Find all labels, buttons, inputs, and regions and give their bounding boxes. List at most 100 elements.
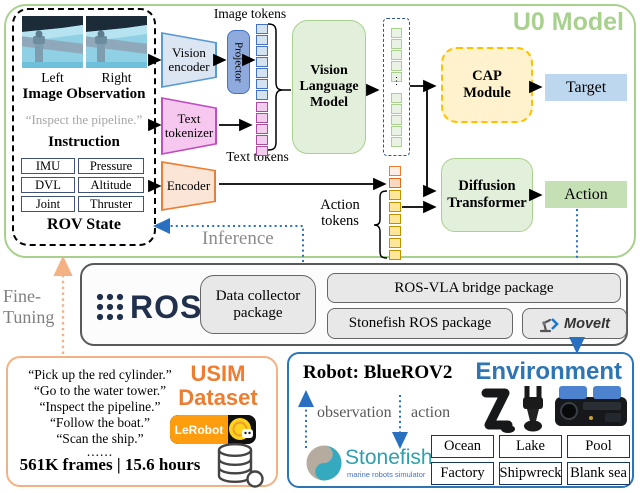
text-token <box>256 135 268 145</box>
action-token <box>389 250 401 260</box>
ros-logo: ROS <box>96 285 202 329</box>
stonefish-label: Stonefish <box>345 446 433 469</box>
text-token <box>256 113 268 123</box>
moveit-box: MoveIt <box>522 308 627 339</box>
vlm-token-buffer-box: ⋮ <box>383 18 410 156</box>
scene-cell: Blank sea <box>567 462 630 485</box>
underwater-image-left <box>22 16 83 68</box>
state-encoder-shape: Encoder <box>161 161 216 211</box>
ros-vla-bridge-package: ROS-VLA bridge package <box>327 273 621 303</box>
usim-more-dots: ...... <box>86 444 114 459</box>
bluerov2-image <box>555 386 627 426</box>
rov-state-label: ROV State <box>47 216 121 233</box>
target-box: Target <box>545 74 627 101</box>
image-token <box>256 46 268 56</box>
text-token <box>256 146 268 156</box>
state-cell: Pressure <box>78 158 144 174</box>
vlm-token <box>391 50 402 60</box>
text-token <box>256 124 268 134</box>
cap-module-box: CAP Module <box>441 47 533 123</box>
moveit-icon <box>539 317 559 332</box>
image-token <box>256 24 268 34</box>
usim-quote: “Follow the boat.” <box>49 415 151 430</box>
state-cell: Thruster <box>78 196 144 212</box>
image-token <box>256 57 268 67</box>
scene-cell: Lake <box>499 435 562 458</box>
vlm-token <box>391 137 402 147</box>
scene-cell: Shipwreck <box>499 462 562 485</box>
text-token <box>256 102 268 112</box>
environment-title: Environment <box>475 358 622 385</box>
scene-cell: Ocean <box>431 435 494 458</box>
stonefish-subtitle: marine robots simulator <box>347 470 426 479</box>
vlm-token <box>391 104 402 114</box>
action-token <box>389 226 401 236</box>
diffusion-transformer-box: Diffusion Transformer <box>441 158 533 232</box>
ros-box: ROS Data collector package ROS-VLA bridg… <box>80 263 628 346</box>
ros-dots-icon <box>96 293 124 321</box>
ros-logo-text: ROS <box>130 288 203 325</box>
action-token <box>389 238 401 248</box>
usim-quotes: “Pick up the red cylinder.” “Go to the w… <box>10 367 190 447</box>
instruction-quote: “Inspect the pipeline.” <box>25 112 143 127</box>
robot-arm-image <box>481 388 515 433</box>
scene-table: Ocean Lake Pool Factory Shipwreck Blank … <box>431 435 630 485</box>
observation-label: observation <box>317 404 392 421</box>
scene-cell: Pool <box>567 435 630 458</box>
right-image-label: Right <box>101 70 132 85</box>
lerobot-logo-icon <box>229 418 253 440</box>
database-icon <box>217 442 264 488</box>
text-tokenizer-shape: Text tokenizer <box>161 97 217 155</box>
image-observation-label: Image Observation <box>22 86 146 102</box>
robot-gripper-image <box>523 386 543 432</box>
image-token <box>256 79 268 89</box>
state-cell: Joint <box>21 196 75 212</box>
state-cell: IMU <box>21 158 75 174</box>
text-tokens-label: Text tokens <box>226 149 289 164</box>
vlm-token-ellipsis: ⋮ <box>391 76 402 87</box>
usim-quote: “Scan the ship.” <box>56 431 144 446</box>
vlm-token <box>391 61 402 71</box>
vlm-token <box>391 115 402 125</box>
action-box: Action <box>545 181 627 208</box>
state-cell: DVL <box>21 177 75 193</box>
image-token <box>256 90 268 100</box>
u0-model-title: U0 Model <box>512 8 624 36</box>
underwater-image-right <box>86 16 147 68</box>
text-tokenizer-label: Text tokenizer <box>163 99 215 153</box>
state-cell: Altitude <box>78 177 144 193</box>
vision-language-model-box: Vision Language Model <box>292 20 366 154</box>
lerobot-label: LeRobot <box>170 415 228 444</box>
rov-state-table: IMU Pressure DVL Altitude Joint Thruster <box>21 158 144 212</box>
instruction-label: Instruction <box>48 134 120 150</box>
vision-encoder-shape: Vision encoder <box>161 32 217 88</box>
projector-shape: Projector <box>227 30 250 94</box>
action-token <box>389 166 401 176</box>
usim-quote: “Inspect the pipeline.” <box>39 399 161 414</box>
action-label: action <box>411 404 451 421</box>
environment-box: Robot: BlueROV2 Environment observation … <box>287 352 634 488</box>
action-token <box>389 178 401 188</box>
vlm-token <box>391 39 402 49</box>
inference-label: Inference <box>202 228 274 249</box>
stonefish-ros-package: Stonefish ROS package <box>327 308 513 339</box>
robot-title: Robot: BlueROV2 <box>303 362 453 383</box>
vlm-token <box>391 93 402 103</box>
usim-stats: 561K frames | 15.6 hours <box>19 455 201 474</box>
usim-quote: “Go to the water tower.” <box>33 383 167 398</box>
state-encoder-label: Encoder <box>163 163 214 209</box>
action-token <box>389 214 401 224</box>
action-tokens-label: Action tokens <box>320 197 360 229</box>
stonefish-logo-icon <box>306 445 342 481</box>
action-token <box>389 190 401 200</box>
image-token <box>256 35 268 45</box>
scene-cell: Factory <box>431 462 494 485</box>
image-token <box>256 68 268 78</box>
moveit-label: MoveIt <box>564 315 610 332</box>
usim-quote: “Pick up the red cylinder.” <box>28 367 172 382</box>
image-tokens-label: Image tokens <box>213 6 287 21</box>
action-token <box>389 202 401 212</box>
vlm-token <box>391 72 402 82</box>
usim-dataset-box: “Pick up the red cylinder.” “Go to the w… <box>6 356 278 488</box>
